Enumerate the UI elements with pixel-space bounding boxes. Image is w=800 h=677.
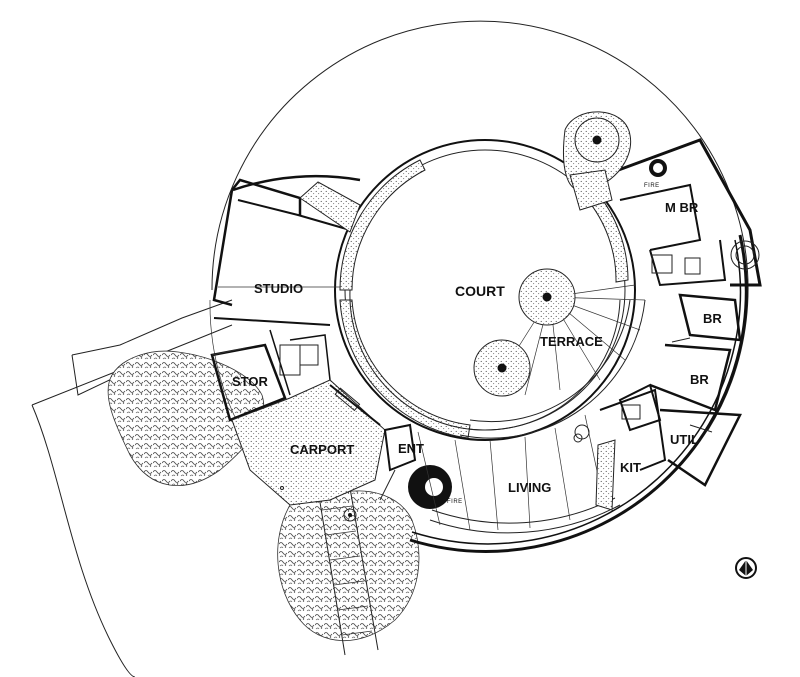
bedroom-wing: [649, 293, 742, 412]
fire-label-entry: FIRE: [447, 499, 463, 505]
room-label-kit: KIT: [620, 460, 641, 475]
house-walls: [212, 139, 748, 553]
court-trees: [473, 117, 620, 397]
room-label-br-lower: BR: [690, 372, 709, 387]
entry-area: [379, 423, 417, 501]
fire-label-master: FIRE: [644, 183, 660, 189]
room-label-util: UTIL: [670, 432, 699, 447]
landscape-shrub-mass-drive: [277, 490, 420, 642]
terrace-area: [459, 284, 646, 439]
master-fireplace: [649, 159, 667, 177]
utility-room: [618, 383, 742, 487]
carport-area: [231, 379, 386, 506]
living-room: [417, 414, 621, 534]
room-label-master-br: M BR: [665, 200, 699, 215]
room-label-studio: STUDIO: [254, 281, 303, 296]
kitchen: [573, 388, 667, 511]
room-label-court: COURT: [455, 283, 505, 299]
room-label-ent: ENT: [398, 441, 424, 456]
room-label-living: LIVING: [508, 480, 551, 495]
court-planting-ring: [339, 159, 426, 291]
room-label-br-upper: BR: [703, 311, 722, 326]
entry-fireplace: [408, 465, 452, 509]
studio-wing: [213, 178, 361, 396]
room-label-terrace: TERRACE: [540, 334, 603, 349]
north-arrow-icon: [735, 557, 757, 579]
room-label-carport: CARPORT: [290, 442, 354, 457]
room-label-stor: STOR: [232, 374, 268, 389]
site-landscape: [31, 299, 420, 677]
storage-room: [210, 343, 287, 422]
